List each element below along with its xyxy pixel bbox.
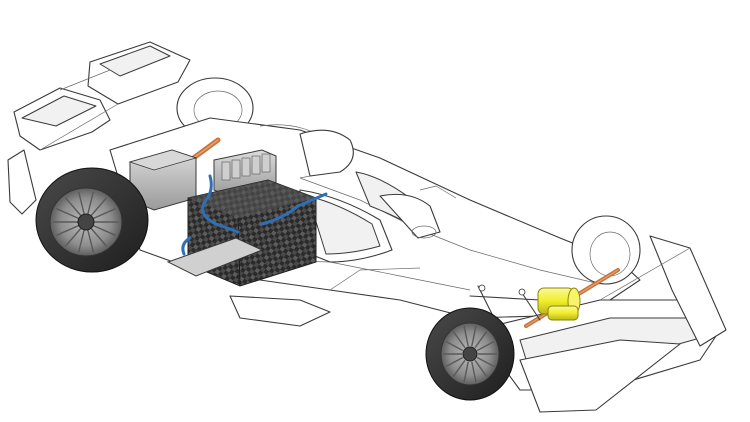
battery-cells [221, 153, 271, 181]
rim-spoke [90, 227, 108, 247]
rim-spoke [77, 229, 85, 253]
coolant-pipes [181, 174, 328, 256]
rim-spoke [87, 229, 95, 253]
rim-spoke [474, 330, 488, 349]
rim-spoke [90, 197, 108, 217]
rear-wing [7, 41, 191, 215]
rim-spoke [87, 191, 95, 215]
rim-spoke [445, 340, 464, 352]
rim-spoke [92, 224, 117, 237]
rim-spoke [445, 356, 464, 368]
front-motor [537, 287, 581, 321]
front-wing [475, 235, 727, 413]
rim-spoke [471, 325, 477, 347]
rim-spoke [463, 325, 469, 347]
rim-spoke [471, 361, 477, 383]
rim-spoke [55, 224, 80, 237]
front-far-wheel [571, 215, 641, 285]
rim-spoke [476, 356, 495, 368]
rim-spoke [92, 207, 117, 220]
rim-spoke [452, 330, 466, 349]
sidepods [229, 189, 393, 327]
rim-spoke [463, 361, 469, 383]
rim-spoke [64, 197, 82, 217]
rim-spoke [77, 191, 85, 215]
rim-spoke [476, 340, 495, 352]
rim-spoke [474, 359, 488, 378]
rim-spoke [55, 207, 80, 220]
front-wheel-spokes [443, 325, 497, 383]
cockpit [299, 129, 457, 239]
front-near-wheel [425, 307, 515, 401]
rim-spoke [452, 359, 466, 378]
rear-wheel-spokes [53, 191, 119, 253]
rear-near-wheel [35, 167, 149, 273]
battery-pack [166, 179, 317, 287]
rim-spoke [64, 227, 82, 247]
